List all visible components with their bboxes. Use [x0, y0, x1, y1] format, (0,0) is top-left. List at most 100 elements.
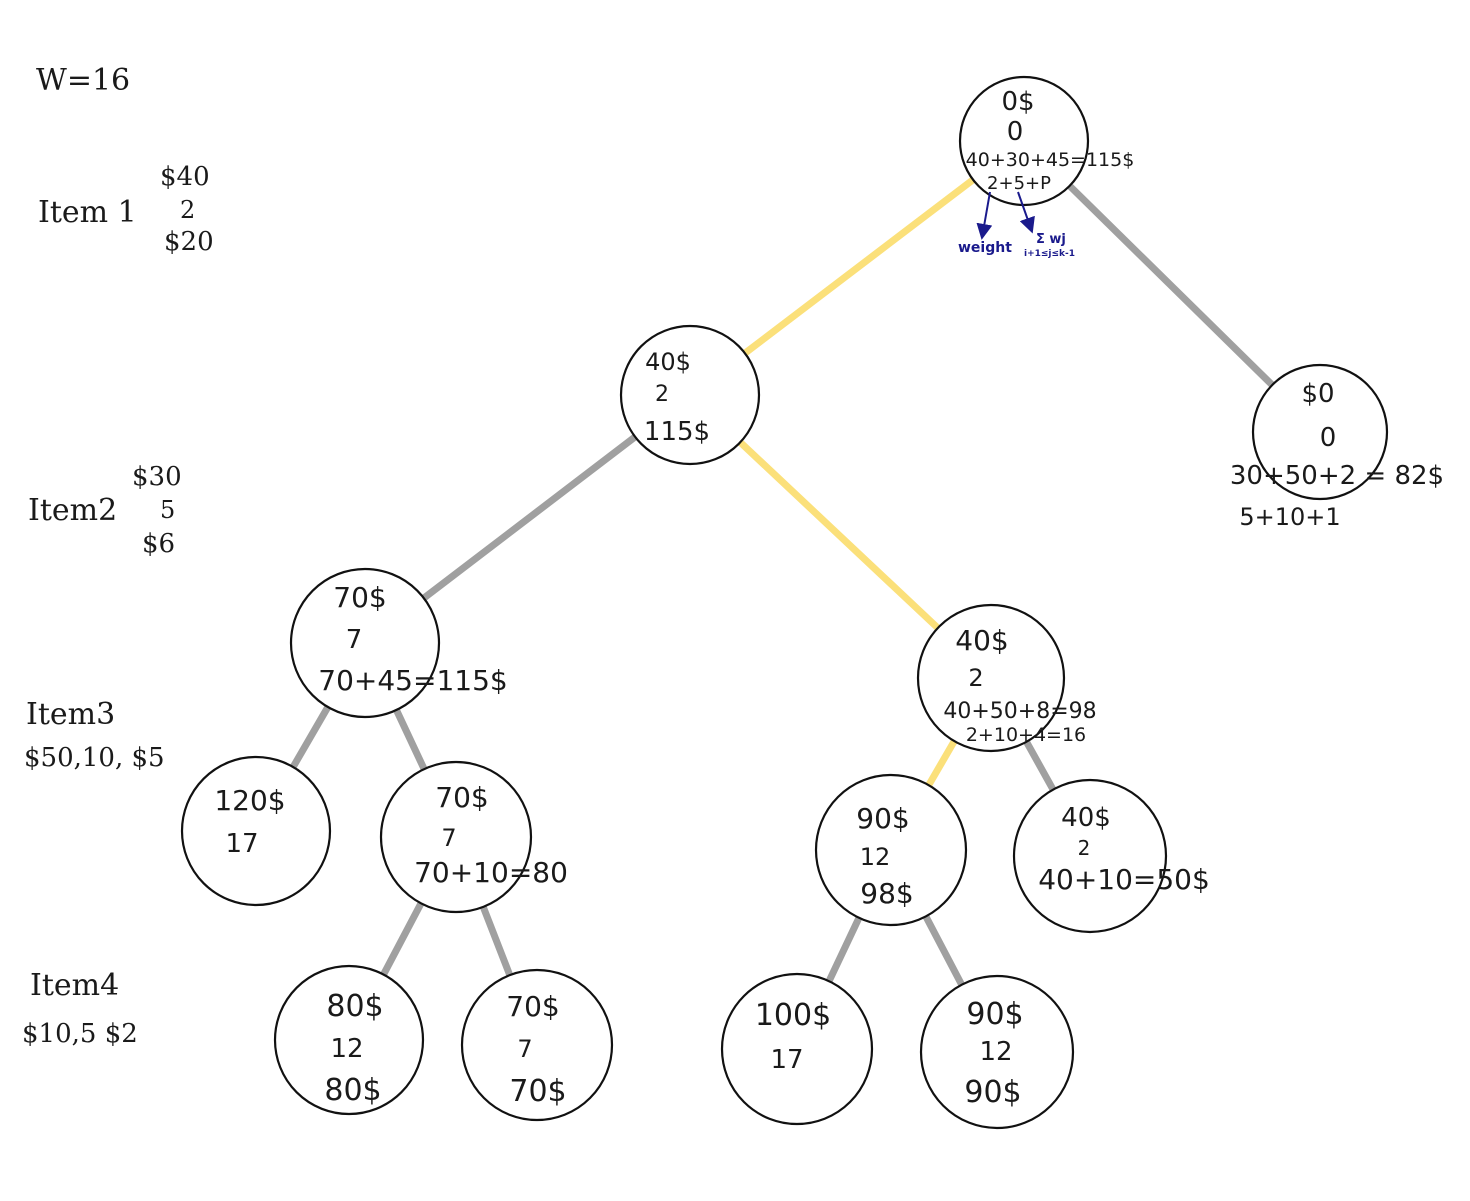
node-root: 0$040+30+45=115$2+5+P — [958, 75, 1135, 207]
item-2-ratio: $6 — [142, 529, 175, 559]
edge-l2-right-to-l3-c — [924, 734, 960, 791]
node-root-line-4: 2+5+P — [987, 173, 1051, 194]
item-1-spec: Item 1 $40 2 $20 — [38, 162, 214, 257]
node-l4-a-line-1: 80$ — [326, 989, 383, 1024]
node-l4-d-line-2: 12 — [979, 1037, 1012, 1067]
edge-l1-left-to-l2-right — [733, 436, 943, 633]
node-l1-right: $0 0 30+50+2 = 82$ 5+10+1 — [1230, 363, 1444, 531]
sum-range-annotation: i+1≤j≤k-1 — [1024, 249, 1075, 259]
weight-arrow — [976, 191, 993, 240]
sum-arrow — [1017, 191, 1035, 234]
edge-root-to-l1-right — [1063, 179, 1278, 390]
node-l3-b-line-2: 7 — [441, 824, 456, 852]
item-3-details: $50,10, $5 — [24, 743, 165, 773]
edge-l3-b-to-l4-a — [379, 896, 427, 980]
node-l3-c-line-1: 90$ — [856, 802, 909, 835]
node-circle-root — [958, 75, 1090, 207]
node-l4-c: 100$ 17 — [720, 972, 874, 1126]
node-circle-l3-c — [814, 773, 968, 927]
node-l4-b: 70$770$ — [460, 968, 614, 1122]
node-l4-c-line-1: 100$ — [755, 998, 831, 1033]
node-l2-left-line-3: 70+45=115$ — [318, 664, 507, 697]
item-1-name: Item 1 — [38, 195, 137, 230]
node-l1-left-line-2: 2 — [655, 382, 669, 407]
node-l3-a-line-2: 17 — [225, 829, 258, 859]
item-1-value: $40 — [160, 162, 210, 192]
node-l4-b-line-3: 70$ — [509, 1074, 566, 1109]
sum-annotation: Σ wj — [1036, 232, 1066, 247]
edge-l2-left-to-l3-a — [288, 700, 334, 773]
item-4-spec: Item4 $10,5 $2 — [22, 968, 138, 1049]
node-circle-l2-right — [916, 603, 1066, 753]
item-2-value: $30 — [132, 462, 182, 492]
node-circle-l1-left — [619, 324, 761, 466]
node-l4-c-line-2: 17 — [770, 1045, 803, 1075]
node-l4-d: 90$ 12 90$ — [919, 974, 1075, 1130]
node-l1-right-line-4: 5+10+1 — [1239, 503, 1340, 531]
node-circle-l4-a — [273, 964, 425, 1116]
node-l1-left-line-3: 115$ — [644, 417, 710, 447]
root-annotations: weight Σ wj i+1≤j≤k-1 — [958, 191, 1075, 259]
node-l1-right-line-1: $0 — [1301, 379, 1334, 409]
item-1-ratio: $20 — [164, 227, 214, 257]
weight-annotation: weight — [958, 240, 1012, 256]
node-l3-c-line-3: 98$ — [860, 877, 913, 910]
edge-l2-right-to-l3-d — [1021, 734, 1058, 795]
tree-edges — [288, 173, 1278, 990]
node-l3-a-line-1: 120$ — [214, 784, 285, 817]
node-circle-l3-a — [180, 755, 332, 907]
edge-root-to-l1-left — [739, 173, 980, 358]
node-l3-c-line-2: 12 — [860, 843, 891, 871]
item-legend: W=16 Item 1 $40 2 $20 Item2 $30 5 $6 Ite… — [22, 63, 214, 1049]
edge-l3-c-to-l4-c — [824, 910, 865, 987]
node-l3-a: 120$ 17 — [180, 755, 332, 907]
node-l2-left: 70$ 7 70+45=115$ — [289, 567, 508, 719]
node-l2-right-line-4: 2+10+4=16 — [966, 724, 1086, 746]
node-root-line-2: 0 — [1007, 117, 1024, 147]
node-l4-d-line-3: 90$ — [964, 1075, 1021, 1110]
capacity-label: W=16 — [36, 63, 130, 98]
item-1-weight: 2 — [180, 196, 195, 224]
tree-nodes: 0$040+30+45=115$2+5+P40$2115$$0030+50+2 … — [180, 75, 1444, 1130]
node-l1-left-line-1: 40$ — [645, 348, 691, 376]
node-l1-left: 40$ 2 115$ — [619, 324, 761, 466]
item-2-weight: 5 — [160, 496, 175, 524]
node-l2-left-line-2: 7 — [346, 625, 363, 655]
node-l4-a-line-3: 80$ — [324, 1073, 381, 1108]
item-3-name: Item3 — [26, 697, 115, 732]
item-2-spec: Item2 $30 5 $6 — [28, 462, 182, 559]
node-circle-l1-right — [1251, 363, 1389, 501]
edge-l1-left-to-l2-left — [418, 430, 642, 603]
node-l4-d-line-1: 90$ — [966, 997, 1023, 1032]
node-l1-right-line-2: 0 — [1320, 423, 1337, 453]
node-l4-b-line-1: 70$ — [506, 990, 559, 1023]
node-l3-c: 90$ 12 98$ — [814, 773, 968, 927]
node-circle-l3-b — [379, 760, 533, 914]
edge-l3-b-to-l4-b — [478, 899, 515, 981]
node-l3-d-line-3: 40+10=50$ — [1038, 863, 1210, 896]
node-l3-b-line-3: 70+10=80 — [414, 856, 568, 889]
edge-l3-c-to-l4-d — [920, 909, 967, 990]
node-l3-d-line-1: 40$ — [1061, 803, 1111, 833]
node-circle-l3-d — [1012, 778, 1168, 934]
node-l3-d: 40$ 2 40+10=50$ — [1012, 778, 1210, 934]
node-root-line-3: 40+30+45=115$ — [966, 149, 1135, 171]
node-l2-right-line-3: 40+50+8=98 — [943, 699, 1096, 724]
node-l2-right-line-2: 2 — [968, 664, 983, 692]
node-l2-right: 40$ 2 40+50+8=982+10+4=16 — [916, 603, 1097, 753]
node-circle-l4-d — [919, 974, 1075, 1130]
node-circle-l4-c — [720, 972, 874, 1126]
edge-l2-left-to-l3-b — [391, 702, 429, 775]
node-l3-b-line-1: 70$ — [435, 781, 488, 814]
node-circle-l4-b — [460, 968, 614, 1122]
node-l3-b: 70$ 7 70+10=80 — [379, 760, 568, 914]
node-l1-right-line-3: 30+50+2 = 82$ — [1230, 461, 1444, 491]
node-root-line-1: 0$ — [1001, 87, 1034, 117]
item-4-name: Item4 — [30, 968, 119, 1003]
node-l2-left-line-1: 70$ — [333, 581, 386, 614]
node-l2-right-line-1: 40$ — [955, 624, 1008, 657]
item-4-details: $10,5 $2 — [22, 1019, 138, 1049]
node-l3-d-line-2: 2 — [1078, 836, 1091, 860]
